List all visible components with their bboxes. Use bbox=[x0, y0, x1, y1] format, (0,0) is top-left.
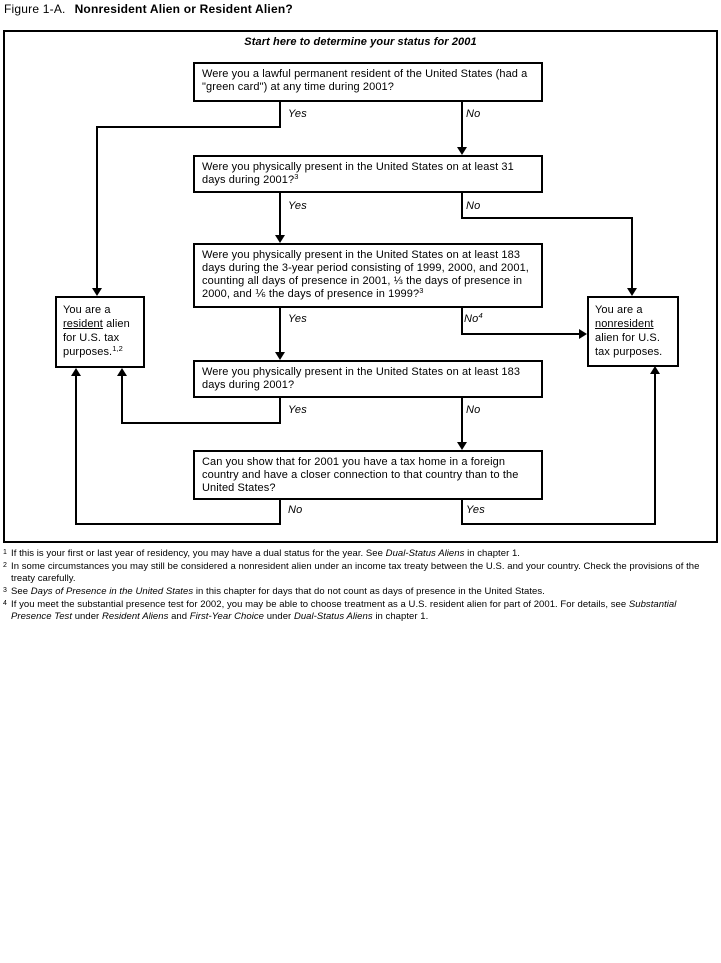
arrowhead-up-icon bbox=[117, 368, 127, 376]
arrowhead-up-icon bbox=[650, 366, 660, 374]
result-box-nonresident: You are a nonresident alien for U.S. tax… bbox=[587, 296, 679, 367]
arrowhead-down-icon bbox=[275, 235, 285, 243]
arrowhead-down-icon bbox=[457, 147, 467, 155]
connector-line bbox=[121, 422, 281, 424]
connector-line bbox=[75, 375, 77, 525]
footnote-ref-4: 4 bbox=[478, 311, 483, 320]
footnote-text: If this is your first or last year of re… bbox=[11, 548, 520, 559]
footnote-marker: 1 bbox=[3, 549, 7, 556]
branch-label-yes: Yes bbox=[288, 313, 307, 325]
branch-label-yes: Yes bbox=[288, 404, 307, 416]
branch-label-yes: Yes bbox=[288, 200, 307, 212]
question-box-183-2001: Were you physically present in the Unite… bbox=[193, 360, 543, 398]
footnote-2: 2 In some circumstances you may still be … bbox=[3, 561, 719, 585]
footnote-text: In some circumstances you may still be c… bbox=[11, 561, 700, 584]
footnote-marker: 3 bbox=[3, 587, 7, 594]
connector-line bbox=[461, 193, 463, 219]
arrowhead-down-icon bbox=[627, 288, 637, 296]
footnote-ref-3: 3 bbox=[294, 172, 299, 181]
branch-label-no: No4 bbox=[464, 311, 483, 325]
connector-line bbox=[461, 333, 580, 335]
footnote-text: See Days of Presence in the United State… bbox=[11, 586, 545, 597]
branch-label-yes: Yes bbox=[466, 504, 485, 516]
result-text-underlined: resident bbox=[63, 318, 103, 330]
arrowhead-down-icon bbox=[275, 352, 285, 360]
branch-label-yes: Yes bbox=[288, 108, 307, 120]
arrowhead-down-icon bbox=[92, 288, 102, 296]
connector-line bbox=[279, 308, 281, 353]
footnotes-section: 1 If this is your first or last year of r… bbox=[3, 548, 719, 624]
question-text: Were you physically present in the Unite… bbox=[202, 249, 529, 300]
result-text: You are a bbox=[63, 304, 111, 316]
arrowhead-up-icon bbox=[71, 368, 81, 376]
connector-line bbox=[279, 500, 281, 525]
branch-label-no-text: No bbox=[464, 313, 479, 325]
connector-line bbox=[121, 375, 123, 424]
branch-label-no: No bbox=[466, 108, 481, 120]
footnote-1: 1 If this is your first or last year of r… bbox=[3, 548, 719, 560]
connector-line bbox=[279, 193, 281, 236]
connector-line bbox=[461, 217, 633, 219]
arrowhead-right-icon bbox=[579, 329, 587, 339]
connector-line bbox=[631, 217, 633, 289]
question-box-green-card: Were you a lawful permanent resident of … bbox=[193, 62, 543, 102]
result-box-resident: You are a resident alien for U.S. tax pu… bbox=[55, 296, 145, 368]
question-text: Can you show that for 2001 you have a ta… bbox=[202, 456, 519, 494]
question-text: Were you physically present in the Unite… bbox=[202, 161, 514, 186]
footnote-marker: 2 bbox=[3, 562, 7, 569]
footnote-marker: 4 bbox=[3, 600, 7, 607]
result-text-underlined: nonresident bbox=[595, 318, 654, 330]
branch-label-no: No bbox=[466, 200, 481, 212]
result-text: You are a bbox=[595, 304, 643, 316]
connector-line bbox=[279, 398, 281, 424]
connector-line bbox=[96, 126, 98, 290]
connector-line bbox=[96, 126, 281, 128]
footnote-ref-3: 3 bbox=[419, 286, 424, 295]
figure-label: Figure 1-A. bbox=[4, 2, 66, 16]
branch-label-no: No bbox=[466, 404, 481, 416]
question-text: Were you a lawful permanent resident of … bbox=[202, 68, 528, 93]
connector-line bbox=[461, 102, 463, 148]
connector-line bbox=[279, 102, 281, 128]
result-text: alien for U.S. tax purposes. bbox=[595, 332, 663, 358]
branch-label-no: No bbox=[288, 504, 303, 516]
question-box-31-days: Were you physically present in the Unite… bbox=[193, 155, 543, 193]
footnote-ref-1-2: 1,2 bbox=[112, 344, 123, 353]
result-text: alien for U.S. tax purposes. bbox=[63, 318, 130, 358]
connector-line bbox=[75, 523, 281, 525]
start-instruction: Start here to determine your status for … bbox=[244, 36, 477, 48]
connector-line bbox=[654, 373, 656, 525]
connector-line bbox=[461, 523, 656, 525]
question-box-183-3yr: Were you physically present in the Unite… bbox=[193, 243, 543, 308]
figure-title: Nonresident Alien or Resident Alien? bbox=[74, 2, 293, 16]
question-text: Were you physically present in the Unite… bbox=[202, 366, 521, 391]
footnote-4: 4 If you meet the substantial presence te… bbox=[3, 599, 719, 623]
connector-line bbox=[461, 500, 463, 525]
question-box-tax-home: Can you show that for 2001 you have a ta… bbox=[193, 450, 543, 500]
footnote-text: If you meet the substantial presence tes… bbox=[11, 599, 677, 622]
connector-line bbox=[461, 308, 463, 335]
connector-line bbox=[461, 398, 463, 443]
arrowhead-down-icon bbox=[457, 442, 467, 450]
page-title: Figure 1-A. Nonresident Alien or Resident… bbox=[4, 2, 293, 16]
footnote-3: 3 See Days of Presence in the United Stat… bbox=[3, 586, 719, 598]
